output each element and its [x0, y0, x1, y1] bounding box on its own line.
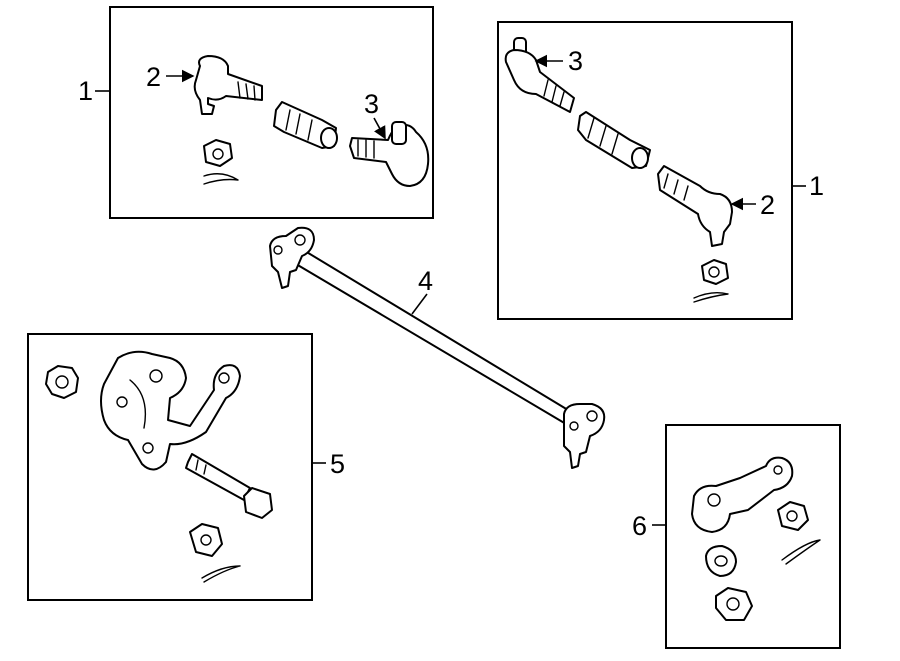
- cotter-pin-6: [781, 539, 821, 565]
- outer-tie-rod-end-left: [193, 55, 263, 115]
- tie-rod-end-kit-box-left: 1 2 3: [78, 6, 434, 219]
- castle-nut-right: [701, 259, 729, 285]
- callout-6: 6: [632, 511, 647, 541]
- tie-rod-end-kit-box-right: 3 2 1: [497, 21, 824, 320]
- center-link-4: 4: [269, 226, 606, 469]
- callout-2-right: 2: [760, 190, 775, 220]
- cotter-pin-5: [201, 565, 241, 583]
- box-frame-6: [665, 424, 841, 649]
- inner-tie-rod-end-left: [349, 121, 430, 187]
- callout-1-right: 1: [809, 171, 824, 201]
- box-frame-left: [109, 6, 434, 219]
- cotter-pin-right: [693, 291, 729, 303]
- callout-1-left: 1: [78, 76, 93, 106]
- callout-2-left: 2: [146, 62, 161, 92]
- bushing-6: [705, 545, 737, 577]
- bolt-5: [185, 453, 273, 519]
- adjusting-sleeve-left: [273, 101, 338, 149]
- castle-nut-5: [189, 523, 223, 557]
- castle-nut-6: [777, 501, 809, 531]
- adjusting-sleeve-right: [577, 111, 651, 169]
- bushing-nut-5: [45, 365, 79, 399]
- cotter-pin-left: [203, 173, 239, 185]
- callout-5: 5: [330, 449, 345, 479]
- castle-nut-left: [203, 139, 233, 167]
- callout-3-right: 3: [568, 46, 583, 76]
- arm-kit-box-6: 6: [632, 424, 841, 649]
- pitman-arm-6: [691, 456, 794, 533]
- idler-arm-bracket-5: [100, 350, 241, 471]
- outer-tie-rod-end-right: [657, 165, 733, 247]
- box-frame-right: [497, 21, 793, 320]
- inner-tie-rod-end-right: [504, 37, 575, 113]
- leader-4: [411, 293, 428, 315]
- nut-6: [715, 587, 753, 621]
- box-frame-5: [27, 333, 313, 601]
- arrow-3-left: [373, 117, 386, 140]
- callout-4: 4: [418, 266, 433, 296]
- idler-arm-kit-box-5: 5: [27, 333, 345, 601]
- callout-3-left: 3: [364, 89, 379, 119]
